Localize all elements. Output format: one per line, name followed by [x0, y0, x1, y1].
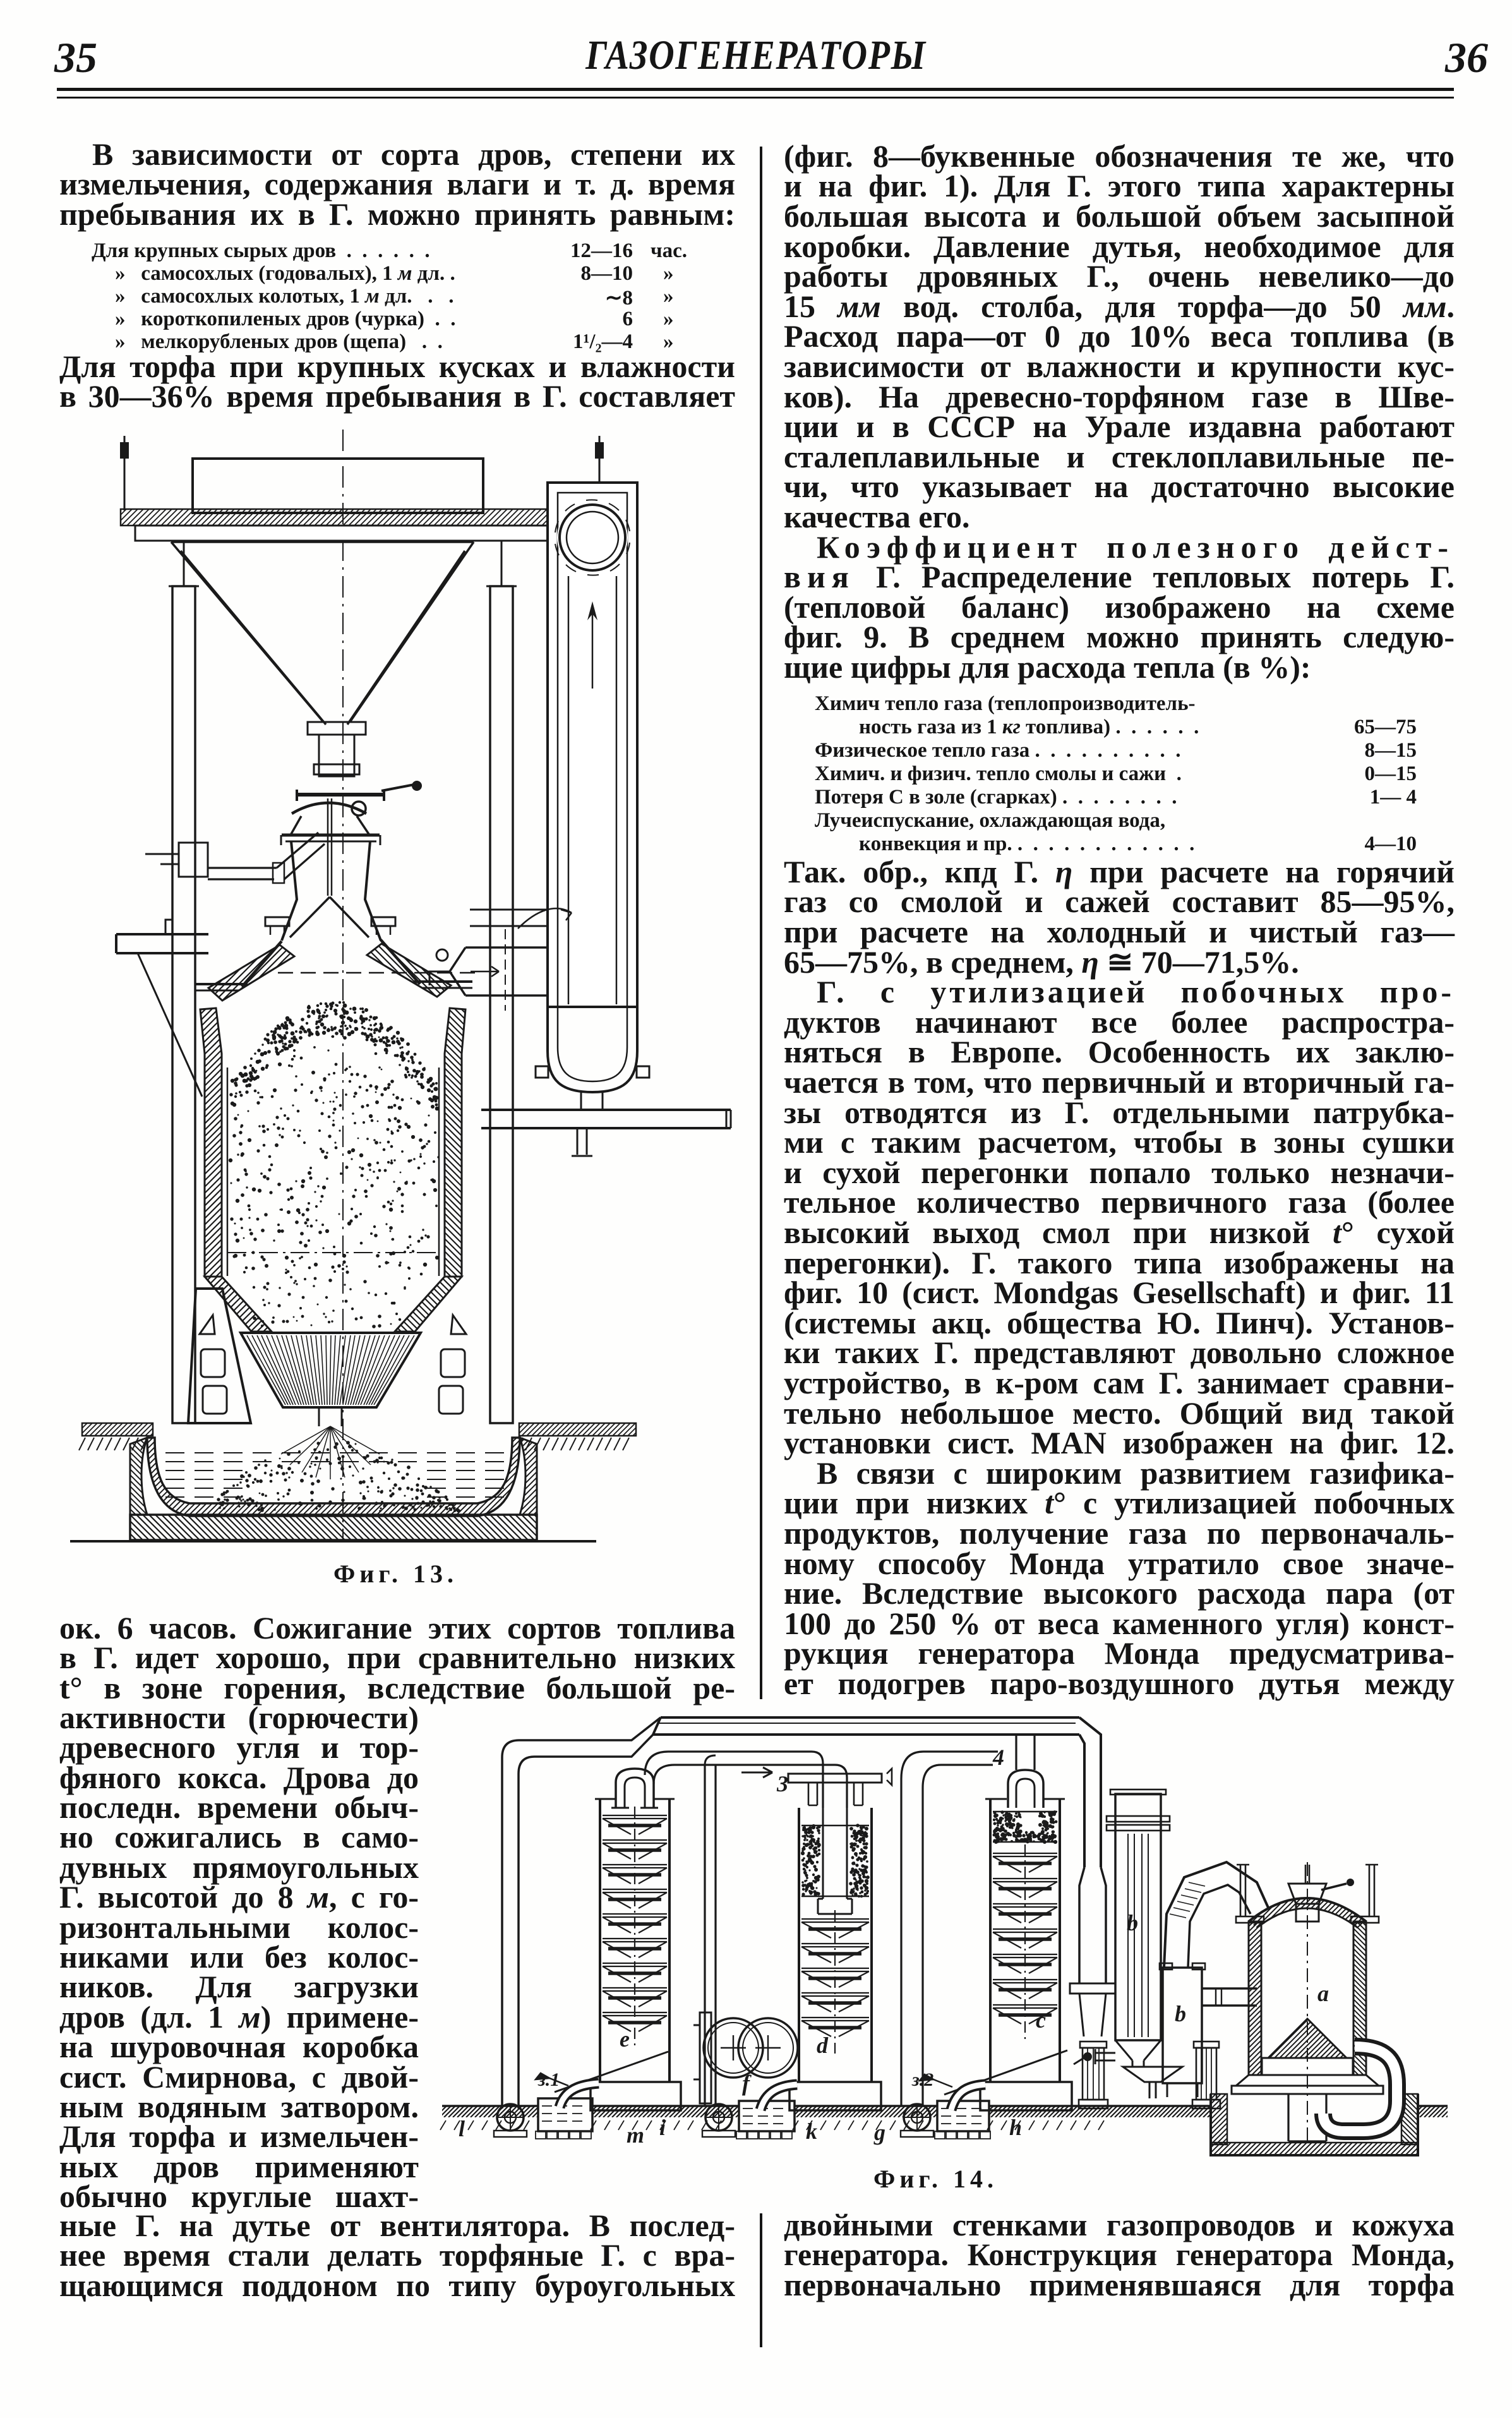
svg-text:i: i: [659, 2115, 666, 2140]
svg-text:3: 3: [776, 1771, 788, 1796]
svg-text:з.2: з.2: [911, 2069, 933, 2090]
svg-text:m: m: [627, 2122, 644, 2148]
svg-text:h: h: [1009, 2115, 1022, 2140]
svg-text:b: b: [1127, 1910, 1138, 1935]
svg-text:f: f: [742, 2071, 752, 2096]
svg-text:c: c: [1036, 2007, 1046, 2033]
svg-text:b: b: [1175, 2001, 1186, 2026]
svg-text:4: 4: [992, 1745, 1004, 1770]
svg-text:d: d: [817, 2033, 829, 2058]
svg-text:e: e: [620, 2026, 630, 2052]
svg-text:g: g: [873, 2120, 885, 2145]
svg-text:з.1: з.1: [537, 2069, 560, 2090]
svg-text:k: k: [806, 2119, 817, 2144]
svg-text:a: a: [1317, 1981, 1329, 2006]
svg-text:l: l: [459, 2116, 465, 2141]
